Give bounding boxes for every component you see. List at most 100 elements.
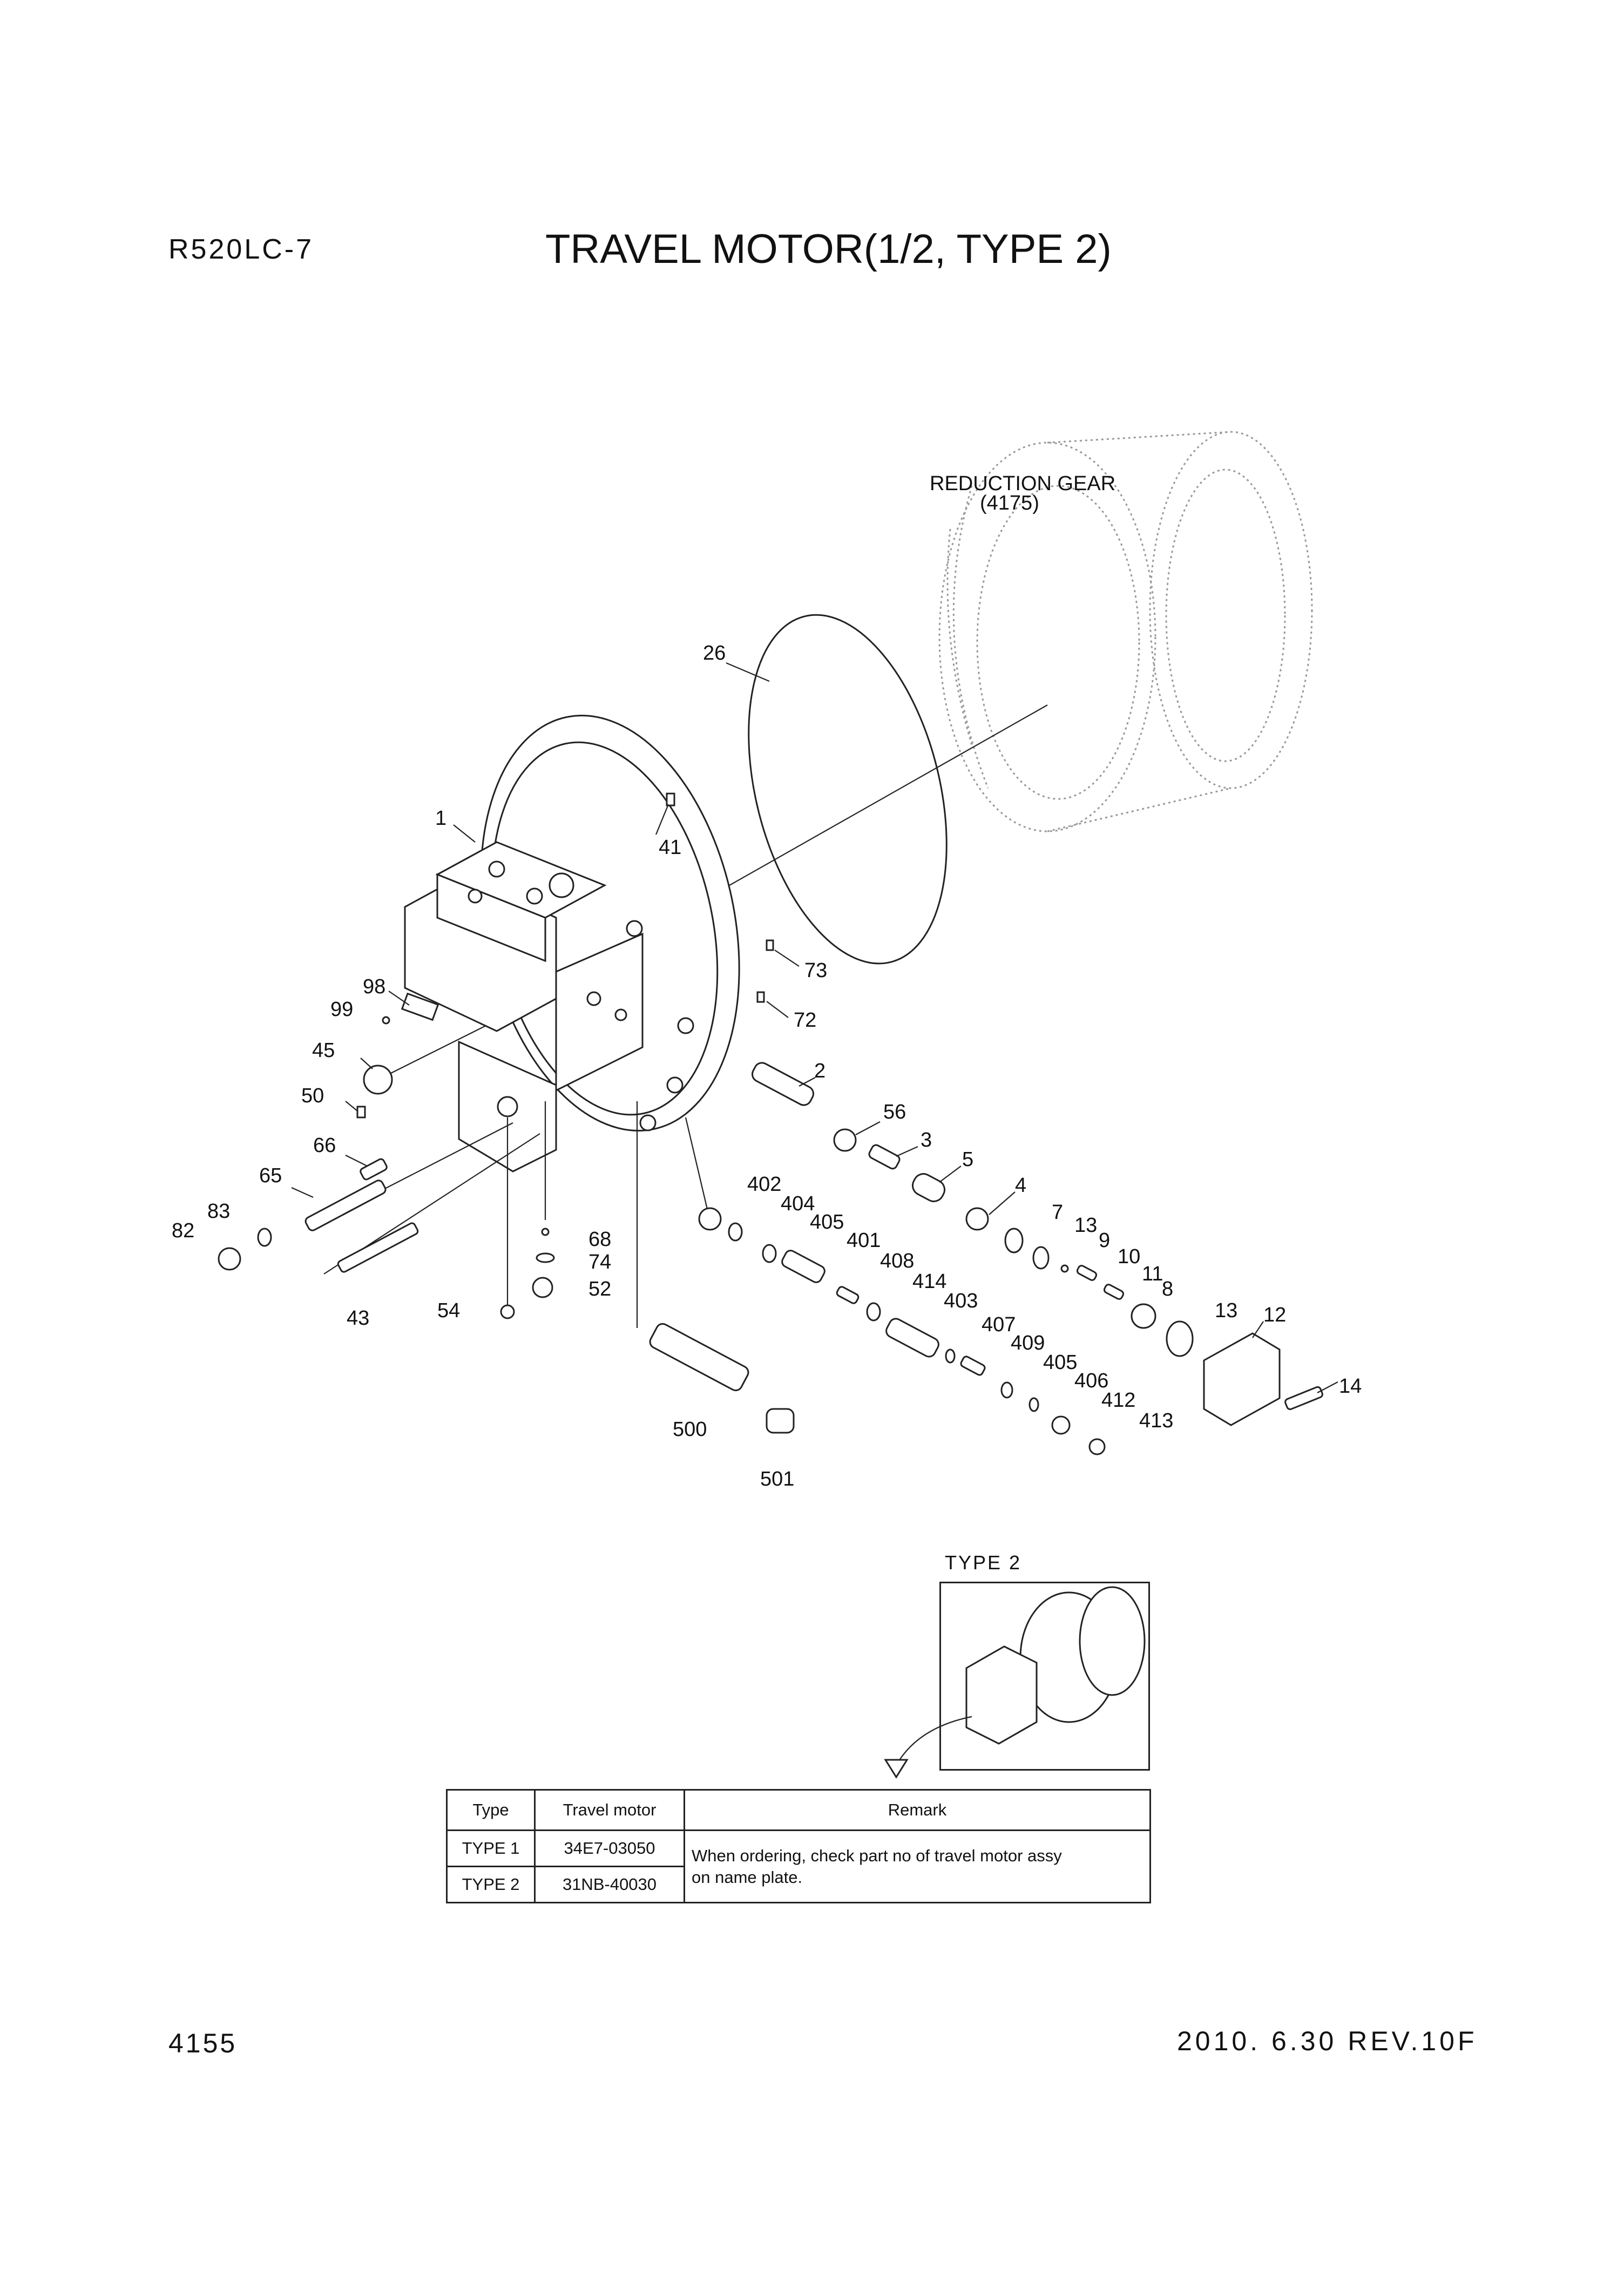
part-label-73: 73 [804, 959, 827, 982]
part-label-406: 406 [1074, 1370, 1108, 1392]
type2-inset-illustration [884, 1586, 1146, 1779]
model-code: R520LC-7 [168, 234, 314, 265]
part-label-68: 68 [588, 1228, 611, 1251]
o-ring-404 [728, 1222, 743, 1242]
part-label-5: 5 [962, 1148, 973, 1171]
part-label-403: 403 [944, 1290, 978, 1312]
remark-cell: When ordering, check part no of travel m… [684, 1829, 1151, 1903]
plug-412 [1051, 1415, 1071, 1435]
pin-409 [960, 1356, 986, 1376]
part-label-405a: 405 [810, 1211, 844, 1234]
row2-type: TYPE 2 [446, 1866, 536, 1903]
part-label-98: 98 [363, 975, 385, 998]
part-number-labels: 1 2 3 4 5 7 8 9 10 11 12 13 13 14 26 41 … [172, 642, 1362, 1490]
o-ring-7 [1004, 1228, 1024, 1253]
part-label-402: 402 [747, 1173, 781, 1196]
reduction-gear-label: REDUCTION GEAR [930, 472, 1115, 495]
o-ring-414 [866, 1302, 881, 1321]
part-label-1: 1 [435, 807, 446, 830]
plunger-3 [868, 1144, 901, 1170]
o-ring-74 [536, 1252, 555, 1263]
plug-41 [666, 792, 675, 806]
header-remark: Remark [684, 1789, 1151, 1831]
part-label-56: 56 [883, 1101, 906, 1123]
plunger-401 [781, 1250, 825, 1283]
part-label-2: 2 [814, 1060, 825, 1082]
o-ring-405a [762, 1244, 777, 1263]
o-ring-13b [1166, 1320, 1194, 1357]
plug-413 [1088, 1438, 1106, 1455]
part-label-43: 43 [347, 1307, 369, 1330]
part-label-501: 501 [760, 1468, 794, 1490]
part-label-9: 9 [1099, 1229, 1110, 1252]
part-label-413: 413 [1139, 1409, 1173, 1432]
ball-68 [541, 1228, 550, 1236]
shaft-65 [304, 1180, 387, 1231]
header-type: Type [446, 1789, 536, 1831]
part-label-45: 45 [312, 1039, 335, 1062]
plug-45 [363, 1065, 393, 1095]
bolt-14 [1284, 1386, 1323, 1411]
o-ring-405b [1000, 1381, 1013, 1399]
reduction-gear-outline [938, 431, 1313, 832]
part-label-66: 66 [313, 1134, 336, 1157]
part-label-405b: 405 [1043, 1351, 1077, 1374]
part-label-99: 99 [330, 998, 353, 1021]
part-label-3: 3 [921, 1129, 932, 1151]
revision-date: 2010. 6.30 REV.10F [1177, 2026, 1478, 2056]
bolt-43 [337, 1222, 419, 1273]
o-ring-406 [1028, 1397, 1039, 1412]
part-label-404: 404 [781, 1192, 815, 1215]
spring-66 [360, 1158, 388, 1181]
plug-4 [965, 1207, 989, 1231]
part-label-408: 408 [880, 1250, 914, 1272]
plug-8 [1131, 1303, 1156, 1329]
table-header-row: Type Travel motor Remark [446, 1789, 1151, 1831]
cover-12 [1203, 1332, 1281, 1426]
plug-402 [698, 1207, 722, 1231]
o-ring-13a [1032, 1246, 1050, 1270]
o-ring-83 [257, 1228, 272, 1247]
part-label-41: 41 [659, 836, 681, 859]
plug-52 [532, 1277, 553, 1298]
cap-501 [766, 1408, 795, 1434]
callout-leaders [291, 662, 1338, 1393]
ball-9 [1060, 1264, 1069, 1273]
part-label-52: 52 [588, 1278, 611, 1300]
reduction-gear-ref: (4175) [980, 492, 1039, 514]
row1-motor: 34E7-03050 [534, 1829, 685, 1867]
o-ring-26 [748, 614, 948, 965]
motor-axis-line [685, 704, 1048, 911]
page-number: 4155 [168, 2028, 238, 2058]
type2-inset-label: TYPE 2 [945, 1551, 1022, 1574]
part-label-8: 8 [1162, 1278, 1173, 1300]
part-label-10: 10 [1118, 1245, 1140, 1268]
row1-type: TYPE 1 [446, 1829, 536, 1867]
part-label-407: 407 [982, 1313, 1016, 1336]
part-label-50: 50 [301, 1085, 324, 1107]
part-label-13a: 13 [1074, 1214, 1097, 1237]
rivet-99 [382, 1016, 390, 1025]
pin-11 [1103, 1284, 1125, 1300]
row2-motor: 31NB-40030 [534, 1866, 685, 1903]
plug-73 [766, 939, 774, 951]
plug-54 [500, 1304, 515, 1319]
table-row: TYPE 1 34E7-03050 When ordering, check p… [446, 1829, 1151, 1903]
part-label-401: 401 [847, 1229, 881, 1252]
part-label-409: 409 [1011, 1332, 1045, 1354]
header-travel-motor: Travel motor [534, 1789, 685, 1831]
plug-56 [833, 1128, 857, 1152]
part-label-82: 82 [172, 1219, 194, 1242]
name-plate-98 [401, 992, 439, 1021]
motor-valve-body [404, 841, 644, 1173]
relief-valve-500 [649, 1323, 749, 1392]
part-label-83: 83 [207, 1200, 230, 1223]
part-label-12: 12 [1263, 1304, 1286, 1326]
part-label-14: 14 [1339, 1375, 1362, 1398]
part-label-412: 412 [1101, 1389, 1135, 1412]
spring-10 [1076, 1265, 1098, 1281]
leader-to-45 [377, 1025, 486, 1080]
table-row: TYPE 2 31NB-40030 [446, 1866, 1151, 1903]
part-label-54: 54 [437, 1299, 460, 1322]
part-label-4: 4 [1015, 1174, 1026, 1197]
